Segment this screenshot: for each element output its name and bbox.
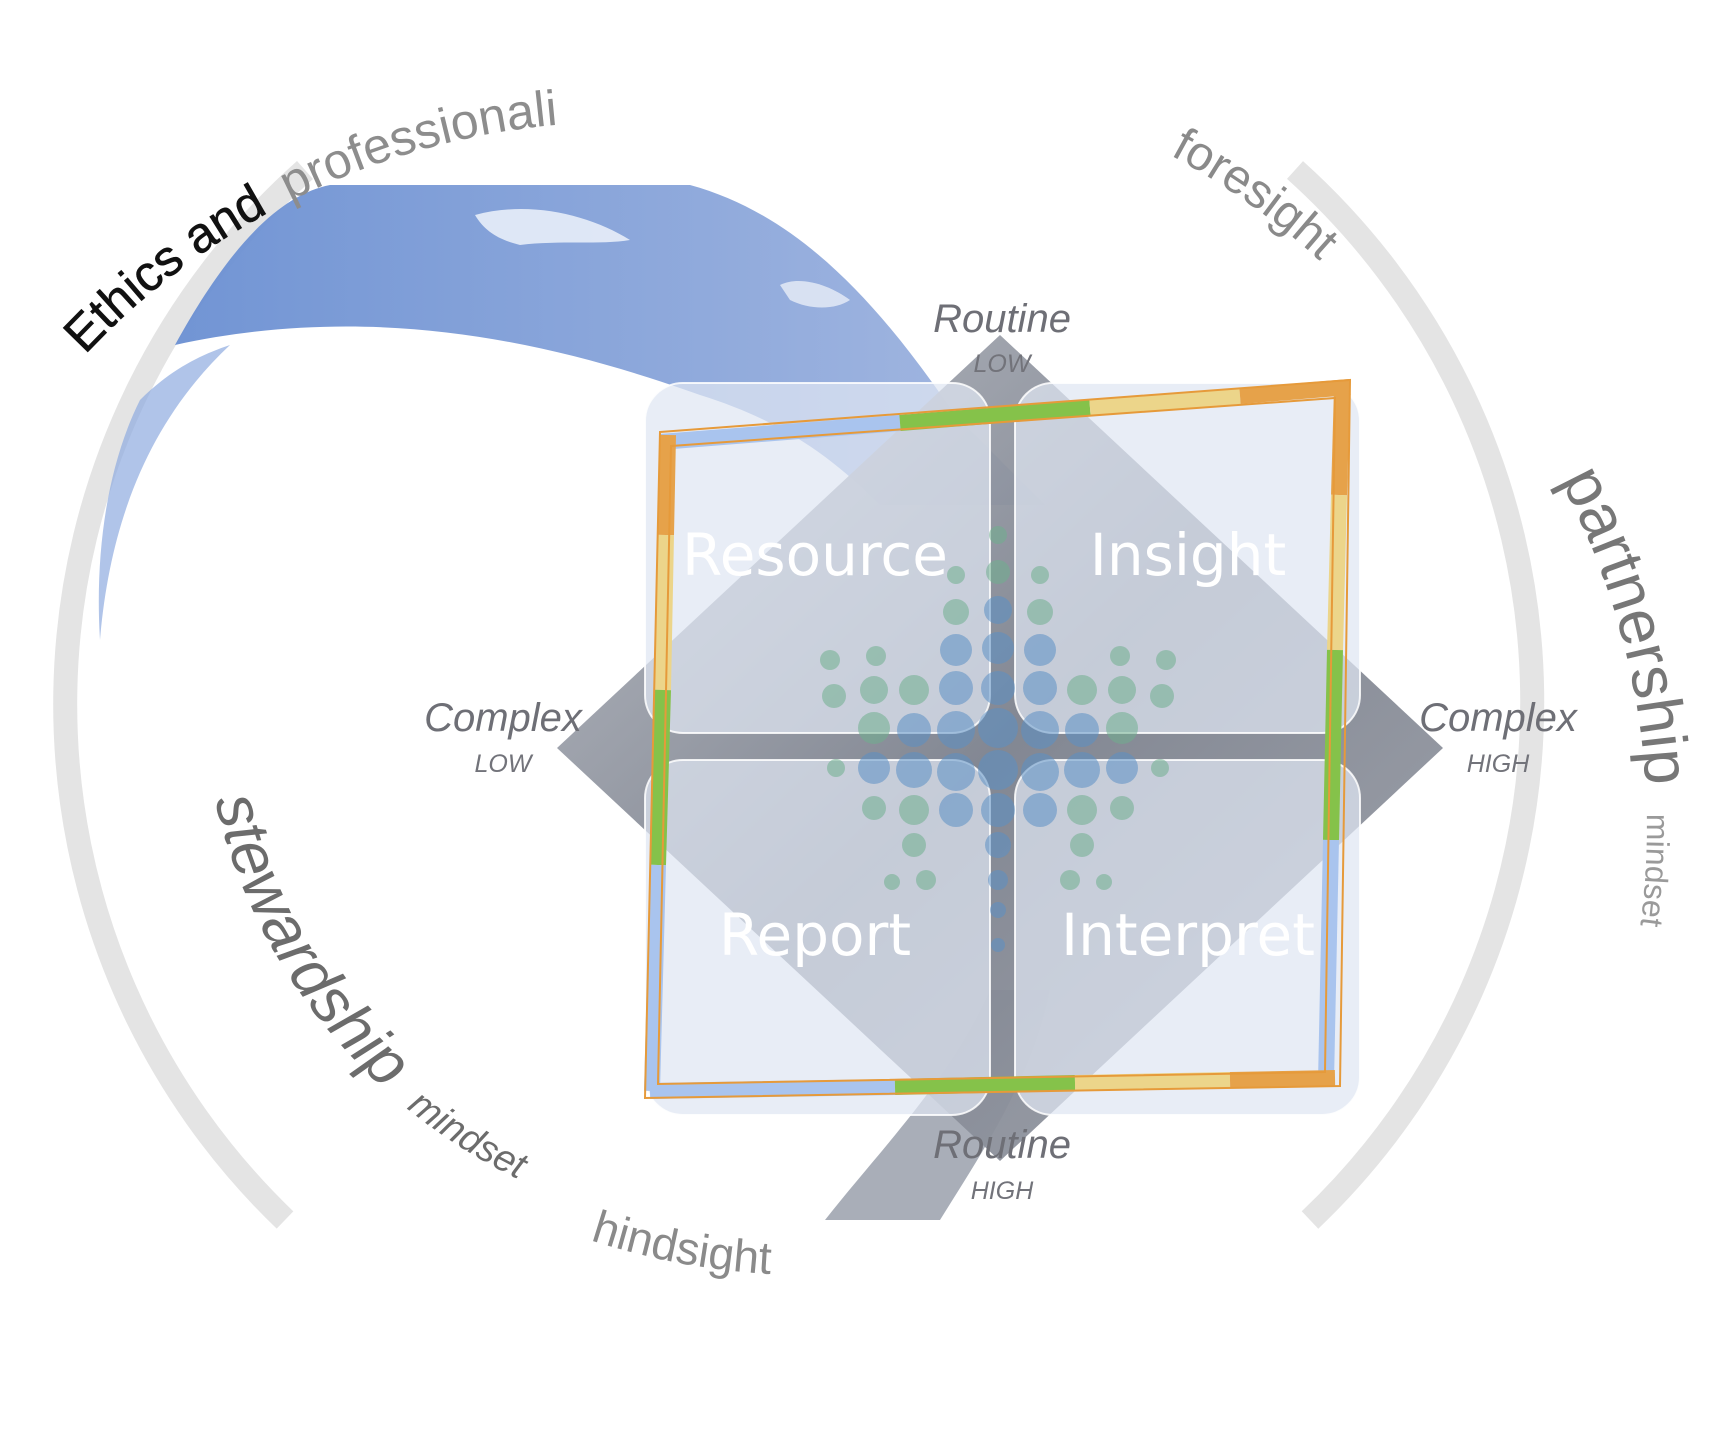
cluster-dot [981, 793, 1015, 827]
cluster-dot [1021, 753, 1059, 791]
cluster-dot [981, 671, 1015, 705]
cluster-dot [858, 752, 890, 784]
cluster-dot [1060, 870, 1080, 890]
axis-bottom-level: HIGH [971, 1177, 1034, 1205]
cluster-dot [978, 708, 1018, 748]
cluster-dot [986, 560, 1010, 584]
cluster-dot [991, 938, 1005, 952]
cluster-dot [858, 712, 890, 744]
cluster-dot [827, 759, 845, 777]
cluster-dot [899, 795, 929, 825]
cluster-dot [937, 753, 975, 791]
cluster-dot [1067, 675, 1097, 705]
cluster-dot [820, 650, 840, 670]
cluster-dot [937, 711, 975, 749]
axis-bottom-label: Routine [933, 1123, 1071, 1167]
cluster-dot [939, 793, 973, 827]
dot-cluster [820, 526, 1176, 952]
cluster-dot [990, 902, 1006, 918]
cluster-dot [897, 713, 931, 747]
cluster-dot [939, 671, 973, 705]
cluster-dot [902, 833, 926, 857]
quadrant-resource-panel[interactable] [644, 382, 991, 734]
cluster-dot [947, 566, 965, 584]
quadrant-labels: Resource Insight Report Interpret [682, 521, 1315, 969]
arc-label-hindsight: hindsight [587, 1200, 773, 1284]
arc-label-stewardship: stewardship mindset [201, 785, 534, 1188]
cluster-dot [1110, 796, 1134, 820]
cluster-dot [1065, 713, 1099, 747]
cluster-dot [978, 750, 1018, 790]
quadrant-label-insight: Insight [1090, 521, 1287, 589]
cluster-dot [1070, 833, 1094, 857]
cluster-dot [1106, 752, 1138, 784]
cluster-dot [1067, 795, 1097, 825]
cluster-dot [822, 684, 846, 708]
quadrant-label-interpret: Interpret [1061, 901, 1315, 969]
cluster-dot [899, 675, 929, 705]
quadrant-label-report: Report [719, 901, 911, 969]
cluster-dot [1064, 752, 1100, 788]
cluster-dot [1106, 712, 1138, 744]
cluster-dot [1096, 874, 1112, 890]
outer-ring [53, 161, 1545, 1229]
cluster-dot [1023, 793, 1057, 827]
arc-label-ethics-light: professionalism [0, 0, 559, 211]
axis-top-label: Routine [933, 297, 1071, 341]
cluster-dot [1027, 599, 1053, 625]
axis-left-level: LOW [475, 750, 534, 778]
tilted-frame [643, 378, 1352, 1100]
quadrant-interpret-panel[interactable] [1014, 759, 1361, 1116]
cluster-dot [1024, 634, 1056, 666]
cluster-dot [985, 832, 1011, 858]
cluster-dot [989, 526, 1007, 544]
cluster-dot [1110, 646, 1130, 666]
cluster-dot [1023, 671, 1057, 705]
cluster-dot [1156, 650, 1176, 670]
cluster-dot [988, 870, 1008, 890]
axis-right-level: HIGH [1467, 750, 1530, 778]
cluster-dot [1031, 566, 1049, 584]
cluster-dot [884, 874, 900, 890]
cluster-dot [1021, 711, 1059, 749]
axis-right-label: Complex [1419, 696, 1579, 740]
arc-label-stewardship-sub: mindset [401, 1082, 535, 1188]
quadrant-insight-panel[interactable] [1014, 382, 1361, 734]
cluster-dot [943, 599, 969, 625]
cluster-dot [984, 596, 1012, 624]
cluster-dot [1108, 676, 1136, 704]
quadrant-panels [644, 382, 1361, 1116]
axis-labels: Routine LOW Routine HIGH Complex LOW Com… [424, 297, 1579, 1205]
cluster-dot [940, 634, 972, 666]
cluster-dot [1150, 684, 1174, 708]
arc-label-partnership: partnership mindset [1548, 454, 1705, 929]
axis-top-level: LOW [974, 350, 1033, 378]
cluster-dot [862, 796, 886, 820]
cluster-dot [982, 632, 1014, 664]
cluster-dot [916, 870, 936, 890]
cluster-dot [860, 676, 888, 704]
arc-label-stewardship-main: stewardship [201, 785, 425, 1100]
arc-label-partnership-sub: mindset [1633, 814, 1675, 930]
axis-left-label: Complex [424, 696, 584, 740]
cluster-dot [866, 646, 886, 666]
cluster-dot [1151, 759, 1169, 777]
cluster-dot [896, 752, 932, 788]
quadrant-label-resource: Resource [682, 521, 948, 589]
